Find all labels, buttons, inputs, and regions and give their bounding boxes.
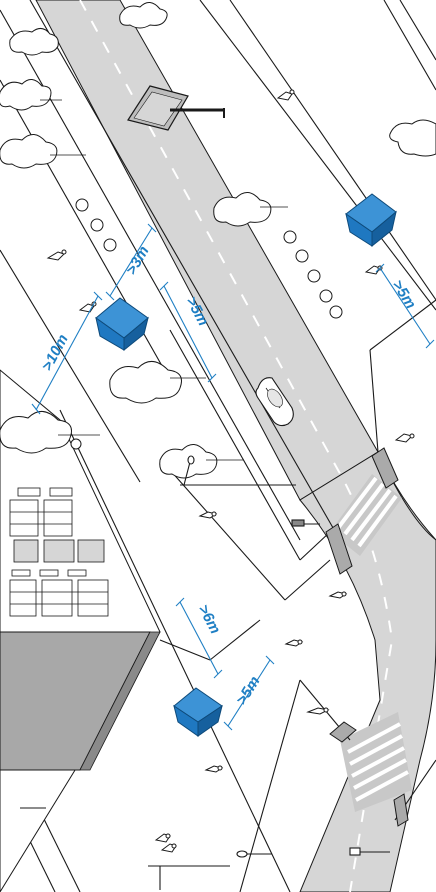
- tree-icon: [120, 2, 167, 28]
- tree-icon: [214, 192, 288, 226]
- pedestrian-icon: [396, 434, 414, 442]
- tree-icon: [390, 120, 436, 156]
- pedestrian-icon: [278, 90, 294, 100]
- pedestrian-icon: [200, 512, 216, 518]
- pedestrian-icon: [308, 708, 328, 714]
- tree-icon: [10, 28, 59, 55]
- pedestrian-icon: [330, 592, 346, 598]
- tree-icon: [160, 444, 244, 478]
- pedestrian-icon: [286, 640, 302, 646]
- street-lamp-icon: [237, 851, 272, 857]
- street-lamp-icon: [148, 866, 230, 890]
- distance-label-5m-bottom: >5m: [233, 673, 264, 708]
- pedestrian-icon: [48, 250, 66, 260]
- blue-container-icon: [96, 298, 148, 350]
- blue-container-icon: [174, 688, 222, 736]
- pedestrian-icon: [162, 844, 176, 852]
- pedestrian-icon: [156, 834, 170, 842]
- pedestrian-icon: [366, 266, 382, 274]
- tree-icon: [0, 79, 62, 110]
- distance-label-6m: >6m: [194, 602, 223, 637]
- tree-icon: [0, 411, 100, 453]
- pedestrian-icon: [206, 766, 222, 772]
